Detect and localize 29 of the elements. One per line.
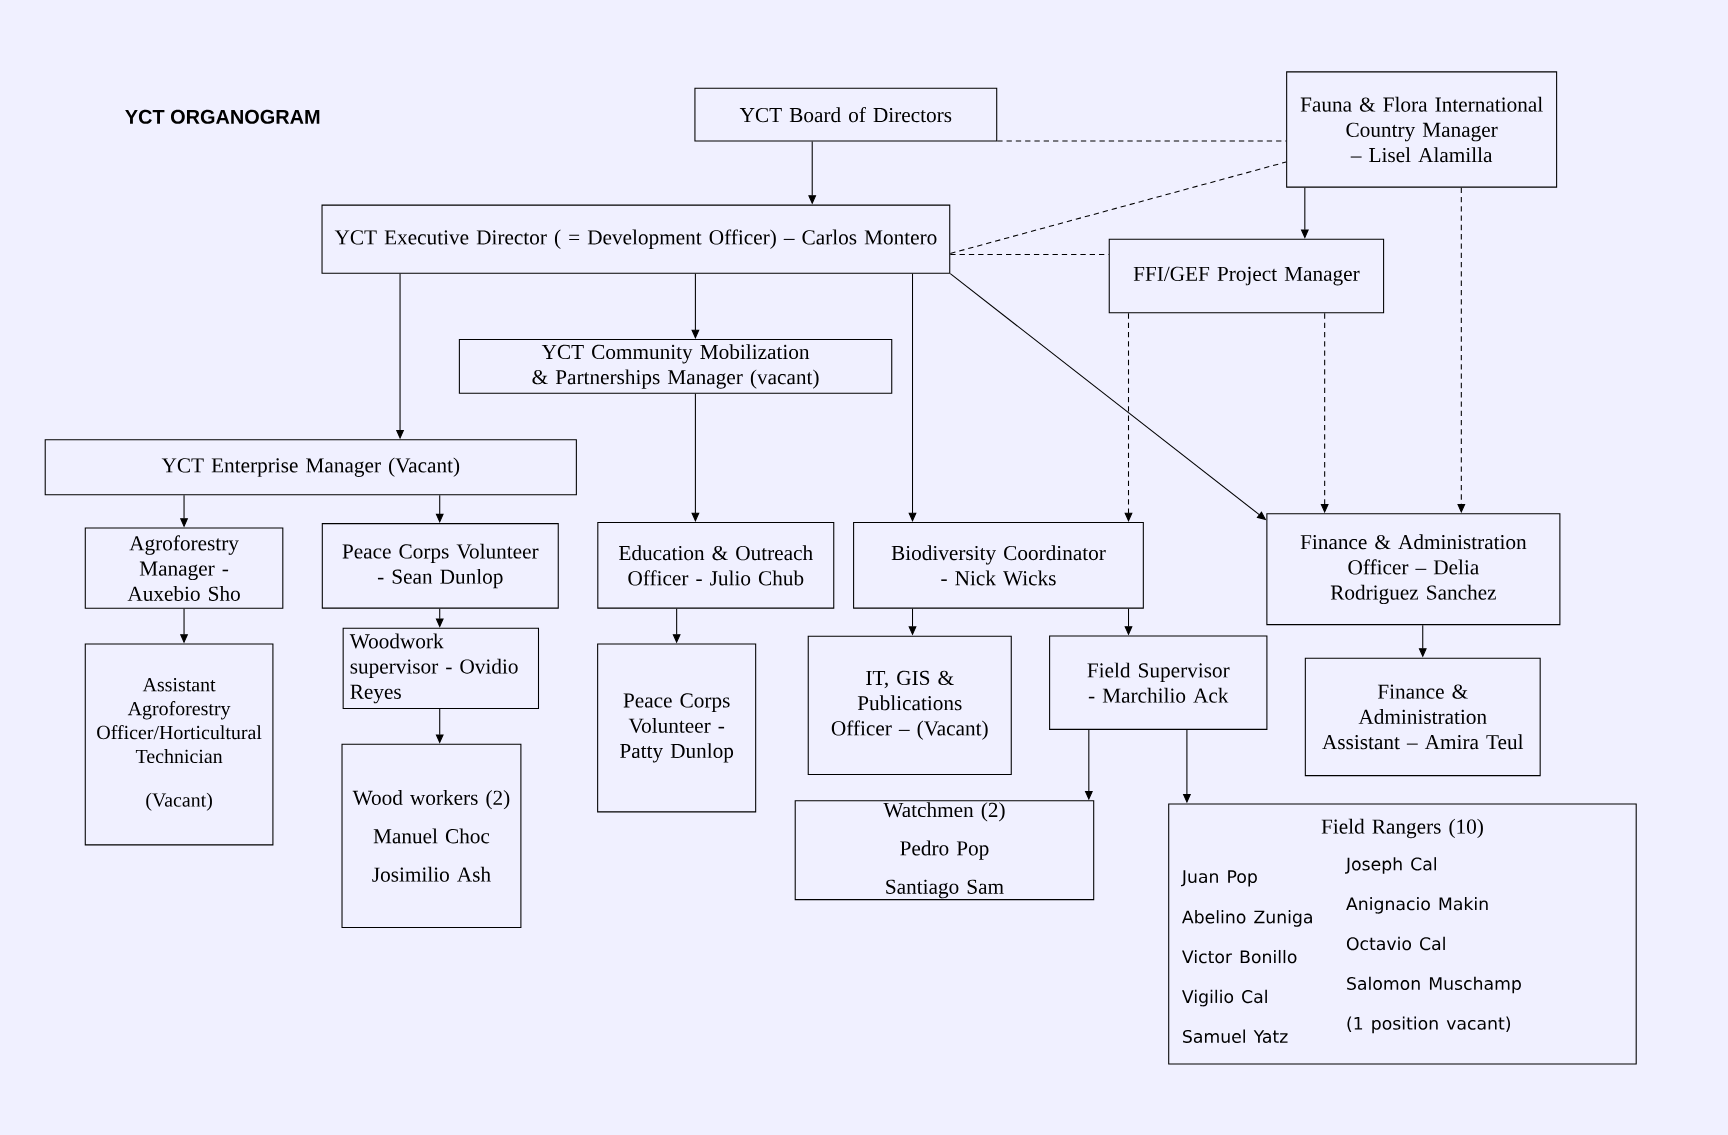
process-box: Agroforestry Manager - Auxebio Sho <box>84 527 284 609</box>
process-box: Fauna & Flora International Country Manager – Lisel Alamilla <box>1286 71 1558 188</box>
connector <box>1124 312 1133 522</box>
process-box: Woodwork supervisor - Ovidio Reyes <box>342 627 540 709</box>
connector <box>949 161 1287 254</box>
process-box: YCT Community Mobilization & Partnerships Manager (vacant) <box>458 338 893 394</box>
process-box: Peace Corps Volunteer - Patty Dunlop <box>597 643 757 813</box>
process-box: Finance & Administration Assistant – Amira Teul <box>1304 657 1541 777</box>
process-box: Watchmen (2) Pedro Pop Santiago Sam <box>794 800 1095 901</box>
process-box: Education & Outreach Officer - Julio Chub <box>597 522 835 609</box>
process-box: Biodiversity Coordinator - Nick Wicks <box>853 522 1144 609</box>
connector <box>691 393 700 522</box>
process-box: FFI/GEF Project Manager <box>1108 238 1385 314</box>
process-box: YCT Board of Directors <box>694 87 998 142</box>
connector <box>435 494 444 523</box>
process-box: YCT Enterprise Manager (Vacant) <box>44 439 577 496</box>
process-box: YCT Executive Director ( = Development Officer) – Carlos Montero <box>321 204 951 274</box>
process-box: Peace Corps Volunteer - Sean Dunlop <box>321 523 559 609</box>
process-box: Finance & Administration Officer – Delia Rodriguez Sanchez <box>1266 513 1561 626</box>
connector <box>996 140 1287 142</box>
connector <box>691 273 700 339</box>
process-box: Wood workers (2) Manuel Choc Josimilio Ash <box>341 743 522 928</box>
process-box: Assistant Agroforestry Officer/Horticultural Technician (Vacant) <box>84 643 274 846</box>
process-box: IT, GIS & Publications Officer – (Vacant) <box>807 635 1012 775</box>
connector <box>908 273 917 522</box>
title: YCT ORGANOGRAM <box>125 109 320 124</box>
connector <box>949 254 1110 256</box>
rangers-box: Field Rangers (10) Juan Pop Joseph Cal Abelino Zuniga Anignacio Makin Victor Bonillo Octavio Cal Vigilio Cal Salomon Muschamp Samuel Yatz (1 position vacant) <box>1168 803 1637 1065</box>
process-box: Field Supervisor - Marchilio Ack <box>1049 635 1268 730</box>
